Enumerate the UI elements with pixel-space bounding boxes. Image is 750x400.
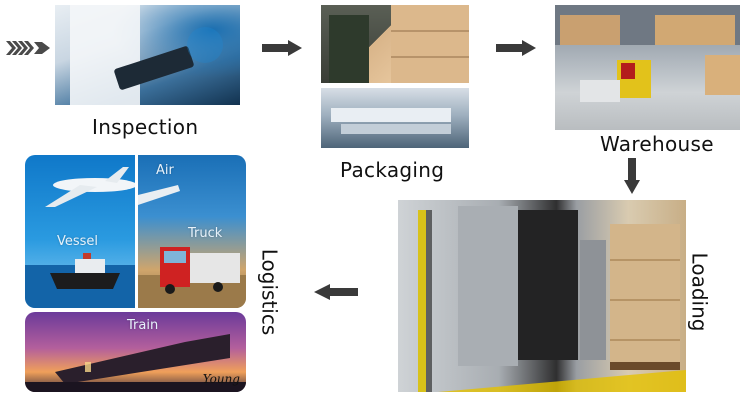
- arrow-left-icon: [314, 284, 358, 300]
- arrow-right-icon: [496, 40, 536, 56]
- loading-photo: [398, 200, 686, 392]
- warehouse-photo: [555, 5, 740, 130]
- truck-icon: [160, 247, 240, 294]
- mode-label-truck: Truck: [188, 226, 223, 241]
- arrow-down-icon: [624, 158, 640, 194]
- mode-label-air: Air: [156, 163, 174, 178]
- inspection-photo: [55, 5, 240, 105]
- step-label-inspection: Inspection: [92, 115, 199, 139]
- logistics-tile-air-truck: Air Truck: [138, 155, 246, 308]
- logistics-tile-air-vessel: Vessel: [25, 155, 135, 308]
- step-label-packaging: Packaging: [340, 158, 445, 182]
- train-icon: [55, 334, 230, 384]
- signature-logo: Young: [202, 372, 240, 386]
- packaging-photo-top: [321, 5, 469, 83]
- airplane-icon: [45, 167, 135, 207]
- inspector-tablet-icon: [70, 5, 223, 105]
- start-chevrons-icon: [6, 41, 50, 55]
- step-label-warehouse: Warehouse: [600, 132, 714, 156]
- logistics-tile-train: Train Young: [25, 312, 246, 392]
- mode-label-train: Train: [127, 318, 159, 333]
- step-label-logistics: Logistics: [257, 248, 282, 336]
- mode-label-vessel: Vessel: [57, 234, 99, 249]
- packaging-photo-bottom: [321, 88, 469, 148]
- ship-icon: [50, 253, 120, 289]
- step-label-loading: Loading: [687, 252, 712, 332]
- arrow-right-icon: [262, 40, 302, 56]
- airplane-tail-icon: [138, 185, 180, 205]
